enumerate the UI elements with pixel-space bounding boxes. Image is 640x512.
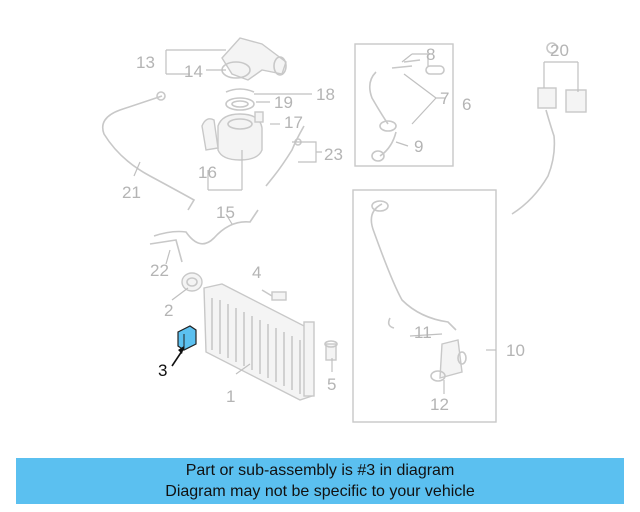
callout-10: 10: [506, 341, 525, 360]
callout-14: 14: [184, 62, 203, 81]
thermostat-housing-part: [221, 37, 287, 81]
hose-7-part: [368, 65, 413, 132]
flange-2-part: [181, 272, 203, 292]
callout-20: 20: [550, 41, 569, 60]
arrowhead-icon: [178, 346, 184, 354]
pipe-21-part: [101, 95, 196, 211]
callout-4: 4: [252, 263, 261, 282]
callout-16: 16: [198, 163, 217, 182]
connector-12-part: [430, 339, 467, 382]
drain-plug-5-part: [324, 340, 338, 361]
hose-10-part: [370, 200, 457, 331]
pipe-15-part: [153, 209, 259, 245]
callout-1: 1: [226, 387, 235, 406]
callout-21: 21: [122, 183, 141, 202]
callout-5: 5: [327, 375, 336, 394]
oring-18-part: [225, 88, 255, 93]
clip-11-part: [387, 317, 395, 329]
callout-2: 2: [164, 301, 173, 320]
callout-15: 15: [216, 203, 235, 222]
parts-diagram: 1 2 3 4 5 6 7 8 9 10 11 12 13 14 15 16 1…: [101, 37, 587, 423]
callout-3: 3: [158, 361, 167, 380]
callout-13: 13: [136, 53, 155, 72]
callout-9: 9: [414, 137, 423, 156]
hose-9-part: [371, 131, 397, 162]
group-box-10: [352, 189, 497, 423]
sensor-20-part: [511, 42, 587, 215]
callout-22: 22: [150, 261, 169, 280]
callout-7: 7: [440, 89, 449, 108]
callout-11: 11: [414, 323, 432, 342]
bracket-3-part: [177, 325, 197, 351]
callout-6: 6: [462, 95, 471, 114]
hose-23-part: [265, 125, 305, 187]
radiator-part: [203, 283, 315, 401]
cap-17-part: [254, 111, 264, 123]
callout-12: 12: [430, 395, 449, 414]
leader-lines: [133, 49, 579, 394]
group-box-6: [354, 43, 454, 167]
hose-8-part: [403, 59, 445, 75]
callout-19: 19: [274, 93, 293, 112]
gasket-19-part: [225, 97, 255, 111]
callout-18: 18: [316, 85, 335, 104]
callout-23: 23: [324, 145, 343, 164]
expansion-tank-part: [201, 113, 263, 161]
pipe-end-icon: [156, 91, 166, 101]
caption-banner: Part or sub-assembly is #3 in diagram Di…: [16, 458, 624, 504]
sensor-4-part: [261, 289, 287, 301]
callout-17: 17: [284, 113, 303, 132]
caption-line-1: Part or sub-assembly is #3 in diagram: [185, 462, 455, 479]
callout-8: 8: [426, 45, 435, 64]
pipe-22-part: [149, 239, 183, 263]
caption-line-2: Diagram may not be specific to your vehi…: [165, 483, 475, 500]
